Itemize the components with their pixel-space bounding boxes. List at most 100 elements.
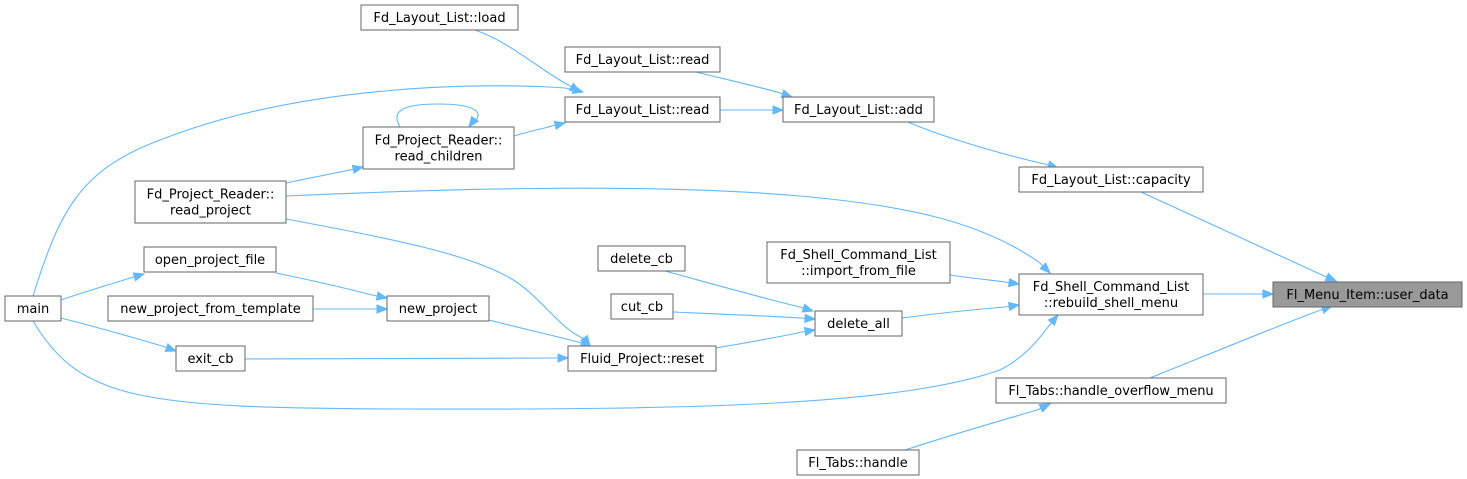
edges-layer	[32, 29, 1338, 451]
node-label: Fd_Layout_List::read	[576, 103, 710, 118]
node-label: Fd_Project_Reader::	[147, 188, 275, 203]
edge-new_from_template-to-new_project	[313, 304, 389, 314]
edge-exit_cb-to-reset	[244, 353, 570, 363]
node-box	[766, 241, 951, 284]
node-label: open_project_file	[155, 253, 265, 268]
edge-open_project_file-to-new_project	[275, 272, 389, 301]
edge-line	[275, 272, 388, 299]
edge-read_project-to-rebuild	[285, 187, 1051, 274]
edge-line	[285, 218, 591, 347]
nodes-layer: Fl_Menu_Item::user_data Fd_Layout_List::c…	[4, 4, 1463, 476]
edge-main-to-open_project_file	[60, 272, 146, 301]
node-new-project[interactable]: new_project	[386, 295, 490, 322]
edge-main-to-rebuild	[32, 313, 1059, 410]
edge-delete_cb-to-delete_all	[664, 270, 815, 313]
edge-delete_all-to-rebuild	[901, 301, 1021, 319]
arrowhead	[468, 115, 480, 129]
edge-line	[1140, 191, 1337, 282]
node-delete-cb[interactable]: delete_cb	[597, 245, 686, 272]
edge-read_project-to-read_children	[285, 164, 365, 184]
node-box	[360, 4, 519, 31]
edge-line	[907, 121, 1059, 169]
arrowhead	[780, 89, 794, 99]
node-read-children[interactable]: Fd_Project_Reader::read_children	[362, 126, 515, 170]
node-handle[interactable]: Fl_Tabs::handle	[796, 449, 920, 476]
node-rebuild[interactable]: Fd_Shell_Command_List::rebuild_shell_men…	[1018, 273, 1204, 316]
edge-line	[513, 122, 566, 137]
node-label: delete_cb	[610, 252, 673, 267]
edge-line	[285, 166, 364, 184]
node-box	[386, 295, 490, 322]
arrowhead	[772, 105, 785, 115]
node-label: Fd_Layout_List::load	[373, 11, 505, 26]
node-label: Fd_Project_Reader::	[375, 134, 503, 149]
node-read-project[interactable]: Fd_Project_Reader::read_project	[134, 180, 287, 224]
arrowhead	[1039, 262, 1051, 274]
node-label: cut_cb	[621, 300, 663, 315]
node-new-from-template[interactable]: new_project_from_template	[107, 295, 314, 322]
edge-read_children-to-read2	[513, 120, 567, 137]
arrowhead	[557, 353, 570, 363]
edge-line	[285, 187, 1051, 274]
arrowhead	[801, 303, 815, 313]
node-box	[995, 377, 1227, 404]
node-add[interactable]: Fd_Layout_List::add	[782, 96, 935, 123]
node-label: Fd_Layout_List::capacity	[1031, 173, 1191, 188]
node-box	[814, 310, 903, 337]
node-open-project-file[interactable]: open_project_file	[143, 246, 277, 273]
edge-cut_cb-to-delete_all	[672, 311, 817, 324]
node-box	[134, 180, 287, 224]
edge-line	[474, 29, 581, 93]
node-label: Fl_Tabs::handle	[808, 456, 907, 471]
edge-import-to-rebuild	[949, 274, 1021, 288]
edge-line	[664, 270, 814, 312]
node-label: ::rebuild_shell_menu	[1044, 296, 1178, 311]
node-load[interactable]: Fd_Layout_List::load	[360, 4, 519, 31]
edge-line	[904, 403, 1051, 451]
edge-line	[949, 274, 1020, 285]
node-capacity[interactable]: Fd_Layout_List::capacity	[1018, 166, 1204, 193]
node-label: main	[17, 302, 49, 317]
node-cut-cb[interactable]: cut_cb	[610, 293, 674, 320]
arrowhead	[1262, 289, 1275, 299]
edge-line	[1149, 305, 1333, 379]
node-delete-all[interactable]: delete_all	[814, 310, 903, 337]
node-user-data[interactable]: Fl_Menu_Item::user_data	[1272, 281, 1463, 308]
node-import[interactable]: Fd_Shell_Command_List::import_from_file	[766, 241, 951, 284]
node-reset[interactable]: Fluid_Project::reset	[567, 345, 717, 372]
arrowhead	[376, 304, 389, 314]
node-label: Fd_Layout_List::read	[576, 53, 710, 68]
edge-main-to-exit_cb	[60, 317, 178, 352]
node-box	[362, 126, 515, 170]
edge-line	[32, 85, 584, 297]
edge-read_children-self-loop	[396, 103, 480, 129]
node-read1[interactable]: Fd_Layout_List::read	[564, 46, 721, 73]
edge-line	[672, 311, 816, 320]
edge-read2-to-add	[720, 105, 785, 115]
arrowhead	[1007, 301, 1021, 312]
node-box	[1018, 166, 1204, 193]
edge-capacity-to-user_data	[1140, 191, 1338, 282]
arrowhead	[164, 343, 178, 352]
edge-line	[488, 319, 592, 347]
node-label: Fd_Shell_Command_List	[780, 248, 936, 263]
node-box	[143, 246, 277, 273]
node-overflow[interactable]: Fl_Tabs::handle_overflow_menu	[995, 377, 1227, 404]
arrowhead	[1324, 272, 1338, 282]
arrowhead	[375, 291, 389, 301]
node-label: new_project	[399, 302, 478, 317]
node-label: ::import_from_file	[801, 264, 916, 279]
edge-line	[901, 304, 1020, 319]
node-main[interactable]: main	[4, 295, 62, 322]
edge-line	[244, 357, 568, 360]
arrowhead	[1047, 313, 1059, 327]
node-box	[1018, 273, 1204, 316]
node-box	[610, 293, 674, 320]
node-read2[interactable]: Fd_Layout_List::read	[564, 96, 721, 123]
arrowhead	[804, 313, 817, 324]
node-exit-cb[interactable]: exit_cb	[175, 345, 246, 372]
edge-load-to-read2	[474, 29, 582, 93]
node-label: Fl_Menu_Item::user_data	[1286, 288, 1448, 303]
edge-reset-to-delete_all	[715, 326, 817, 349]
edge-new_project-to-reset	[488, 319, 593, 348]
